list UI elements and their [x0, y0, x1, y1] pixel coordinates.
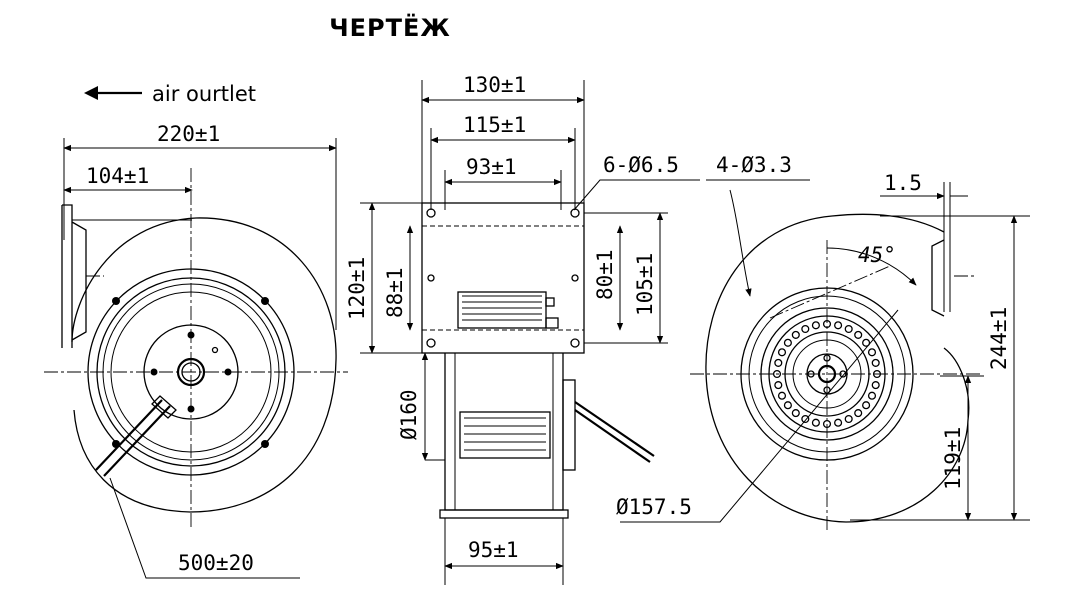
- drawing-title: ЧЕРТЁЖ: [329, 14, 451, 42]
- dimension-119: 119±1: [941, 427, 965, 490]
- impeller-hole: [854, 409, 863, 418]
- holes-6-label: 6-Ø6.5: [603, 153, 679, 177]
- impeller-hole: [811, 321, 820, 330]
- impeller-hole: [854, 330, 863, 339]
- impeller-hole: [811, 418, 820, 427]
- cable-icon: [95, 395, 177, 477]
- dimension-244: 244±1: [987, 307, 1011, 370]
- air-outlet-label: air ourtlet: [152, 82, 256, 106]
- front-view: air ourtlet 220±1 104±1: [44, 82, 348, 579]
- impeller-hole: [844, 414, 853, 424]
- impeller-hole: [862, 338, 871, 347]
- impeller-hole: [801, 324, 810, 334]
- dimension-95: 95±1: [468, 538, 519, 562]
- rear-view: 4-Ø3.3 1.5 45°: [616, 153, 1030, 530]
- dimension-88: 88±1: [383, 267, 407, 318]
- impeller-hole: [834, 321, 843, 330]
- impeller-hole: [774, 358, 783, 367]
- holes-4-label: 4-Ø3.3: [716, 153, 792, 177]
- dimension-120: 120±1: [345, 257, 369, 320]
- dimension-93: 93±1: [466, 155, 517, 179]
- impeller-hole: [801, 414, 810, 424]
- impeller-hole: [844, 324, 853, 334]
- impeller-hole: [871, 358, 880, 367]
- impeller-hole: [783, 401, 792, 410]
- dimension-dia160: Ø160: [397, 389, 421, 440]
- dimension-dia157-5: Ø157.5: [616, 495, 692, 519]
- impeller-hole: [783, 338, 792, 347]
- impeller-hole: [867, 348, 877, 357]
- impeller-hole: [777, 348, 787, 357]
- dimension-104: 104±1: [86, 164, 149, 188]
- impeller-hole: [862, 401, 871, 410]
- impeller-hole: [871, 381, 880, 390]
- impeller-hole: [867, 391, 877, 400]
- dimension-220: 220±1: [157, 122, 220, 146]
- screw-icons: [112, 297, 269, 448]
- dimension-130: 130±1: [463, 73, 526, 97]
- angle-45: 45°: [858, 243, 896, 267]
- impeller-hole: [791, 409, 800, 418]
- dimension-105: 105±1: [633, 253, 657, 316]
- impeller-hole: [774, 381, 783, 390]
- dimension-1-5: 1.5: [884, 171, 922, 195]
- air-outlet-arrow-icon: [84, 86, 142, 100]
- impeller-hole: [772, 369, 782, 379]
- side-view: 130±1 115±1 93±1 6-Ø6.5: [345, 73, 700, 585]
- dimension-80: 80±1: [593, 249, 617, 300]
- motor-fin-lines: [464, 417, 546, 451]
- fin-lines: [462, 295, 542, 321]
- impeller-hole: [834, 418, 843, 427]
- dimension-115: 115±1: [463, 113, 526, 137]
- impeller-hole: [791, 330, 800, 339]
- impeller-hole: [777, 391, 787, 400]
- dimension-500: 500±20: [178, 551, 254, 575]
